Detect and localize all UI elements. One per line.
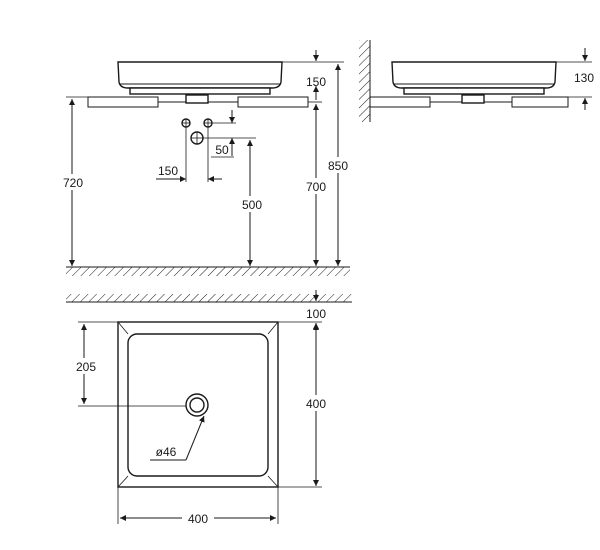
dim-counter-height: 700 bbox=[306, 180, 326, 194]
front-floor bbox=[66, 267, 350, 276]
dim-wall-gap: 100 bbox=[306, 307, 326, 321]
dim-plan-width: 400 bbox=[188, 512, 208, 526]
dim-drain-offset: 205 bbox=[76, 360, 96, 374]
supply-valves bbox=[181, 118, 213, 145]
plan-wall bbox=[66, 294, 352, 302]
side-basin bbox=[391, 61, 557, 89]
dim-plan-depth: 400 bbox=[306, 397, 326, 411]
side-view: 130 bbox=[359, 40, 594, 122]
side-counter-left bbox=[369, 96, 431, 108]
dim-rim-height: 720 bbox=[63, 176, 83, 190]
side-counter-right bbox=[511, 96, 569, 108]
plan-drain-inner bbox=[189, 397, 205, 413]
dim-side-bowl-height: 130 bbox=[574, 71, 594, 85]
front-basin bbox=[117, 61, 283, 89]
plan-view: 100 205 400 400 ø46 bbox=[66, 290, 352, 526]
front-view: 720 150 50 500 700 850 150 bbox=[56, 50, 352, 276]
dim-bowl-height: 150 bbox=[306, 75, 326, 89]
front-counter-right bbox=[237, 96, 309, 108]
dim-supply-spacing: 150 bbox=[158, 164, 178, 178]
side-wall bbox=[359, 40, 370, 122]
front-counter-left bbox=[87, 96, 159, 108]
front-drain bbox=[185, 94, 209, 104]
side-drain bbox=[461, 94, 485, 104]
dim-supply-offset: 50 bbox=[215, 143, 229, 157]
dim-total-height: 850 bbox=[328, 159, 348, 173]
dim-drain-diameter: ø46 bbox=[156, 445, 177, 459]
dim-supply-height: 500 bbox=[242, 198, 262, 212]
